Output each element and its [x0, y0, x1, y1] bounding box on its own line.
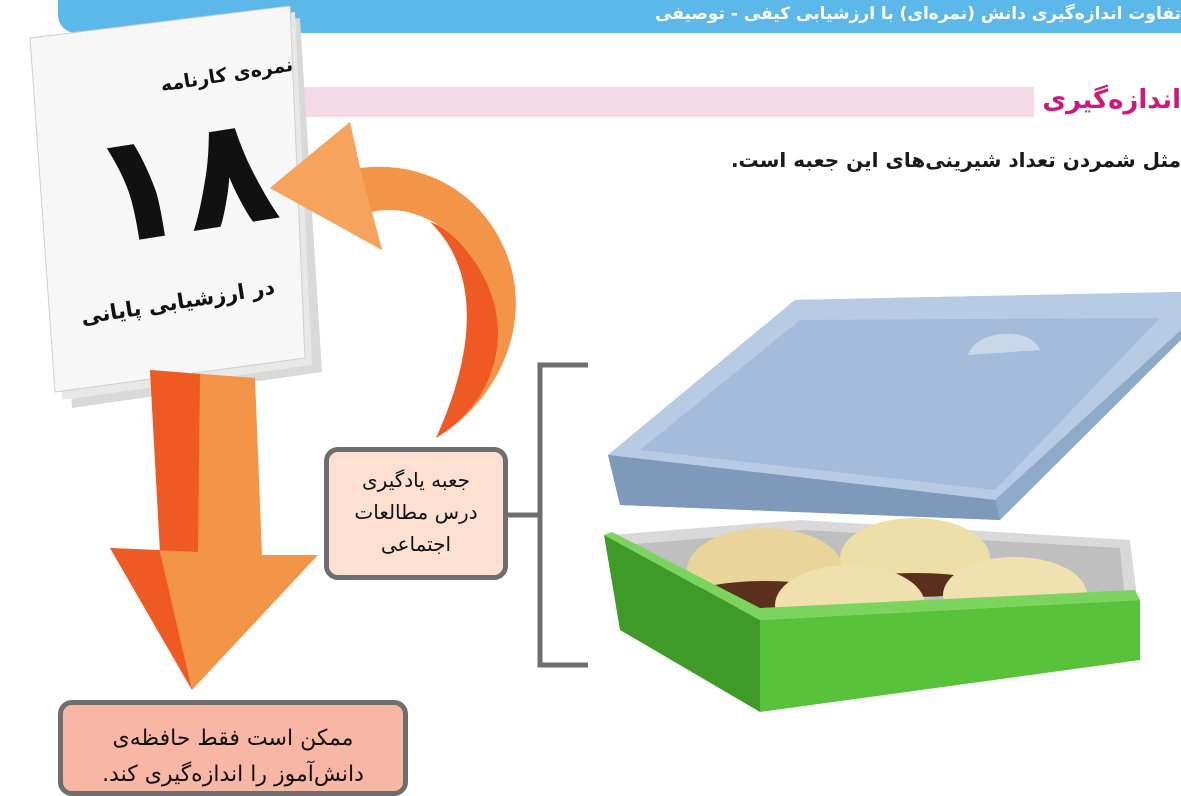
report-card-paper [29, 5, 322, 408]
banner-title: تفاوت اندازه‌گیری دانش (نمره‌ای) با ارزش… [655, 4, 1181, 24]
bracket [508, 362, 588, 668]
curved-arrow-icon [270, 122, 516, 438]
example-text: مثل شمردن تعداد شیرینی‌های این جعبه است. [730, 148, 1181, 172]
section-title: اندازه‌گیری [1034, 78, 1181, 122]
learning-box-line-2: درس مطالعات [354, 500, 478, 524]
memory-callout: ممکن است فقط حافظه‌ی دانش‌آموز را اندازه… [58, 700, 408, 796]
section-bar [300, 87, 1063, 117]
report-card-grade: ۱۸ [79, 80, 288, 282]
learning-box-line-3: اجتماعی [380, 532, 452, 556]
learning-box-callout: جعبه‌ یادگیری درس مطالعات اجتماعی [324, 447, 508, 580]
memory-line-1: ممکن است فقط حافظه‌ی [112, 726, 354, 751]
down-arrow-icon [110, 370, 318, 690]
report-card: نمره‌ی کارنامه ۱۸ در ارزشیابی پایانی [30, 12, 330, 402]
pastry-box [604, 518, 1140, 712]
box-lid [608, 292, 1181, 520]
memory-line-2: دانش‌آموز را اندازه‌گیری کند. [102, 762, 364, 787]
report-card-footer: در ارزشیابی پایانی [79, 274, 277, 330]
learning-box-line-1: جعبه‌ یادگیری [362, 468, 470, 492]
